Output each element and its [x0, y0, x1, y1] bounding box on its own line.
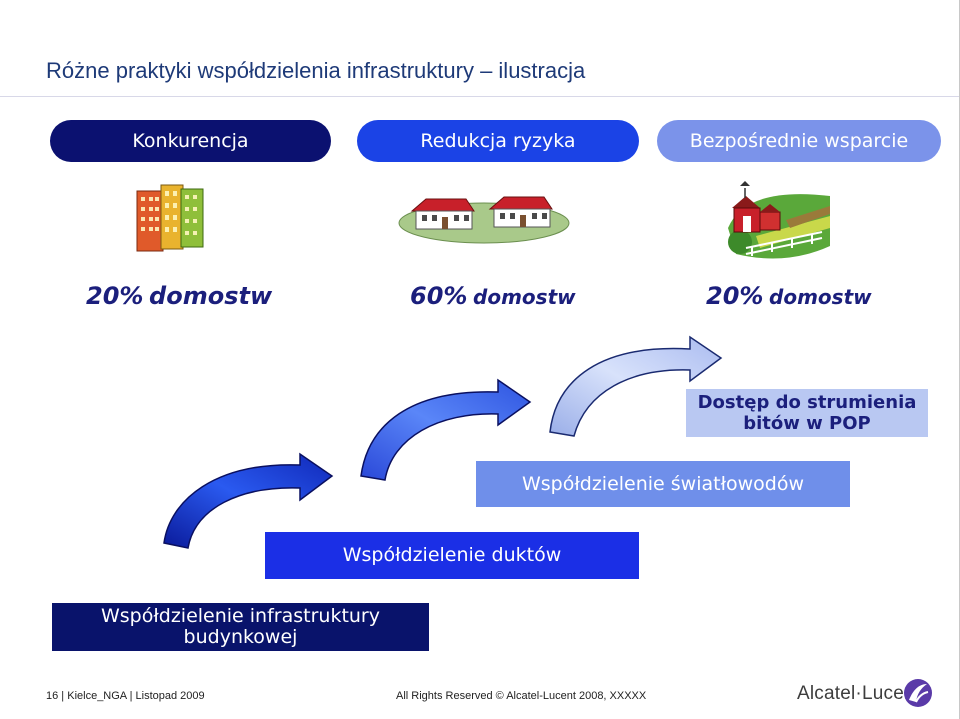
- city-buildings-icon: [136, 184, 204, 252]
- step-label-line2: budynkowej: [183, 626, 298, 648]
- share-value: 20%: [706, 282, 764, 310]
- step-fiber-sharing: Współdzielenie światłowodów: [476, 461, 850, 507]
- share-konkurencja: 20% domostw: [86, 282, 272, 310]
- slide-title: Różne praktyki współdzielenia infrastruk…: [46, 58, 586, 83]
- deck-name: Kielce_NGA: [67, 690, 127, 702]
- step-building-infrastructure-sharing: Współdzielenie infrastruktury budynkowej: [52, 603, 429, 651]
- footer-page-info: 16 | Kielce_NGA | Listopad 2009: [46, 690, 205, 702]
- model-pill-redukcja-ryzyka: Redukcja ryzyka: [357, 120, 639, 162]
- model-pill-konkurencja: Konkurencja: [50, 120, 331, 162]
- share-unit: domostw: [149, 282, 273, 310]
- alcatel-lucent-logo-icon: [904, 679, 932, 707]
- title-divider: [0, 96, 960, 97]
- share-bezposrednie-wsparcie: 20% domostw: [706, 282, 872, 310]
- share-value: 60%: [410, 282, 468, 310]
- model-pill-bezposrednie-wsparcie: Bezpośrednie wsparcie: [657, 120, 941, 162]
- step-duct-sharing: Współdzielenie duktów: [265, 532, 639, 579]
- suburban-houses-icon: [398, 196, 570, 244]
- step-label-line2: bitów w POP: [743, 413, 871, 434]
- share-redukcja-ryzyka: 60% domostw: [410, 282, 576, 310]
- footer-copyright: All Rights Reserved © Alcatel-Lucent 200…: [396, 690, 647, 702]
- step-label-line1: Dostęp do strumienia: [697, 392, 917, 413]
- share-unit: domostw: [769, 285, 872, 309]
- deck-date: Listopad 2009: [135, 690, 205, 702]
- step-label-line1: Współdzielenie infrastruktury: [100, 605, 380, 627]
- step-bitstream-access: Dostęp do strumienia bitów w POP: [686, 389, 928, 437]
- rural-farm-icon: [728, 181, 830, 259]
- share-value: 20%: [86, 282, 144, 310]
- page-number: 16: [46, 690, 59, 702]
- share-unit: domostw: [473, 285, 576, 309]
- brand-wordmark: Alcatel·Lucent: [797, 683, 921, 704]
